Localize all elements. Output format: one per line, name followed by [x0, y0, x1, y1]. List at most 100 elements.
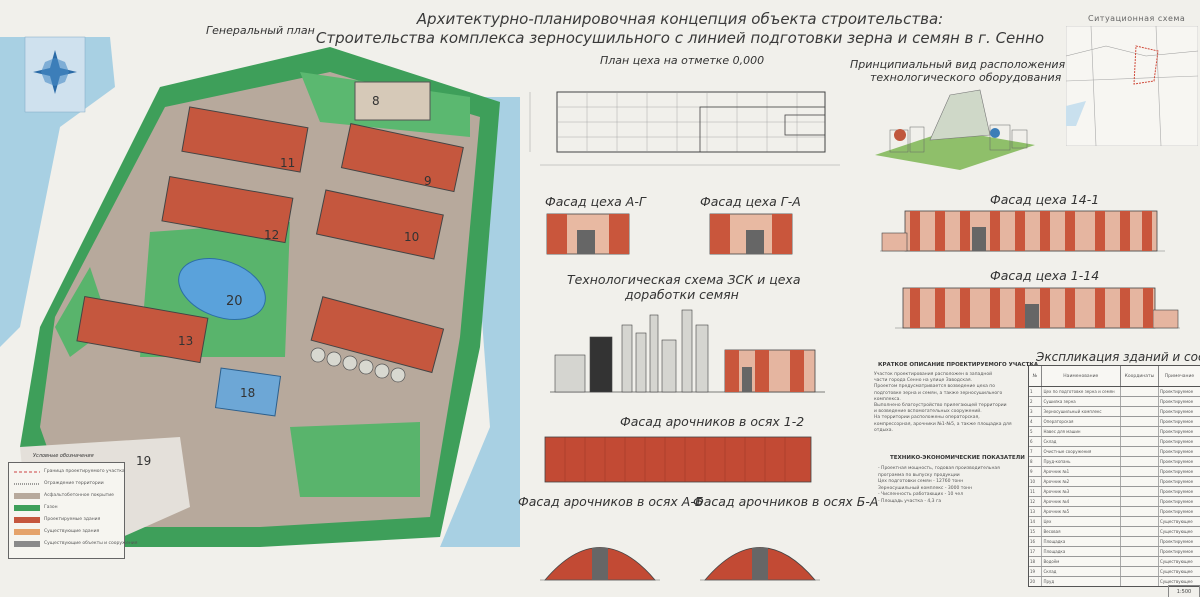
explication-header-cell: Координаты: [1121, 366, 1159, 386]
description-line: На территории расположены операторская,: [874, 415, 980, 421]
general-plan-title: Генеральный план: [206, 24, 315, 37]
explication-cell: Проектируемое: [1159, 507, 1200, 516]
water-area: [0, 37, 115, 347]
explication-cell: [1121, 507, 1159, 516]
description-line: и возведение вспомогательных сооружений.: [874, 409, 982, 415]
explication-cell: [1121, 467, 1159, 476]
title-stamp: 1:500: [1168, 585, 1200, 597]
explication-cell: Очистные сооружения: [1042, 447, 1121, 456]
explication-cell: [1121, 487, 1159, 496]
tep-line: Зерносушильный комплекс - 3000 тонн: [878, 485, 973, 491]
tep-line: Цех подготовки семян - 12760 тонн: [878, 479, 964, 484]
explication-cell: 17: [1029, 547, 1043, 556]
explication-cell: Склад: [1042, 437, 1121, 446]
explication-cell: Проектируемое: [1159, 477, 1200, 486]
explication-cell: 19: [1029, 567, 1043, 576]
explication-cell: 15: [1029, 527, 1043, 536]
lawn-southeast: [290, 422, 420, 497]
label-12: 12: [264, 228, 279, 242]
explication-cell: Проектируемое: [1159, 447, 1200, 456]
legend-item-3: Асфальтобетонное покрытие: [44, 493, 114, 498]
explication-cell: [1121, 417, 1159, 426]
explication-cell: 7: [1029, 447, 1043, 456]
legend-item-6: Существующие здания: [44, 529, 100, 534]
explication-cell: Проектируемое: [1159, 387, 1200, 396]
facade-a-g-title: Фасад цеха А-Г: [545, 194, 646, 209]
explication-cell: Проектируемое: [1159, 397, 1200, 406]
wind-rose-icon: [24, 36, 86, 113]
explication-cell: 9: [1029, 467, 1043, 476]
explication-cell: Арочник №1: [1042, 467, 1121, 476]
explication-cell: [1121, 537, 1159, 546]
explication-header-cell: №: [1029, 366, 1042, 386]
explication-cell: Склад: [1042, 567, 1121, 576]
explication-cell: [1121, 397, 1159, 406]
explication-cell: [1121, 427, 1159, 436]
tech-scheme-title-2: доработки семян: [625, 287, 739, 302]
explication-cell: Проектируемое: [1159, 547, 1200, 556]
explication-cell: Существующее: [1159, 527, 1200, 536]
explication-cell: [1121, 407, 1159, 416]
explication-cell: Проектируемое: [1159, 407, 1200, 416]
explication-cell: Проектируемое: [1159, 467, 1200, 476]
label-13: 13: [178, 334, 193, 348]
explication-header-cell: Наименование: [1042, 366, 1121, 386]
explication-cell: [1121, 577, 1159, 586]
facade-1-14: [895, 287, 1180, 329]
equipment-3d-view: [875, 89, 1035, 170]
explication-cell: [1121, 567, 1159, 576]
legend-title: Условные обозначения: [33, 453, 94, 459]
explication-cell: Водоём: [1042, 557, 1121, 566]
facade-14-1: [880, 210, 1165, 252]
legend-item-1: Граница проектируемого участка: [44, 469, 125, 474]
description-line: компрессорная, арочники №1-№5, а также п…: [874, 421, 1012, 427]
board-title-line1: Архитектурно-планировочная концепция объ…: [416, 10, 944, 28]
description-line: подготовке зерна и семян, а также зернос…: [874, 390, 1003, 396]
explication-cell: 6: [1029, 437, 1043, 446]
explication-cell: Цех по подготовке зерна и семян: [1042, 387, 1121, 396]
facade-g-a: [709, 213, 793, 255]
tech-scheme-title-1: Технологическая схема ЗСК и цеха: [567, 272, 801, 287]
explication-cell: 10: [1029, 477, 1043, 486]
reservoir-18: [214, 367, 282, 417]
legend-item-5: Проектируемые здания: [44, 517, 101, 522]
explication-cell: Арочник №5: [1042, 507, 1121, 516]
explication-cell: Существующее: [1159, 517, 1200, 526]
explication-cell: 4: [1029, 417, 1043, 426]
legend: Условные обозначения Граница проектируем…: [8, 453, 137, 559]
explication-cell: 2: [1029, 397, 1043, 406]
legend-item-4: Газон: [44, 505, 58, 510]
label-20: 20: [226, 294, 243, 309]
explication-cell: 3: [1029, 407, 1043, 416]
explication-cell: 12: [1029, 497, 1043, 506]
situational-title: Ситуационная схема: [1088, 14, 1186, 23]
board-title-line2: Строительства комплекса зерносушильного …: [315, 29, 1045, 47]
facade-arch-a-b: [540, 547, 660, 581]
explication-cell: Весовая: [1042, 527, 1121, 536]
label-8: 8: [372, 94, 380, 108]
facade-1-14-title: Фасад цеха 1-14: [990, 268, 1100, 283]
tep-text: - Проектная мощность, годовая производит…: [878, 466, 1028, 505]
explication-cell: Проектируемое: [1159, 437, 1200, 446]
explication-cell: Навес для машин: [1042, 427, 1121, 436]
description-line: Участок проектирования расположен в запа…: [874, 372, 993, 377]
explication-cell: [1121, 517, 1159, 526]
explication-cell: Арочник №3: [1042, 487, 1121, 496]
explication-cell: [1121, 477, 1159, 486]
silos: [310, 347, 406, 383]
description-line: Выполнено благоустройство прилегающей те…: [874, 403, 1007, 409]
explication-cell: Цех: [1042, 517, 1121, 526]
tep-line: - Площадь участка - 4,3 га: [878, 498, 942, 504]
explication-cell: Пруд-копань: [1042, 457, 1121, 466]
explication-cell: 20: [1029, 577, 1043, 586]
